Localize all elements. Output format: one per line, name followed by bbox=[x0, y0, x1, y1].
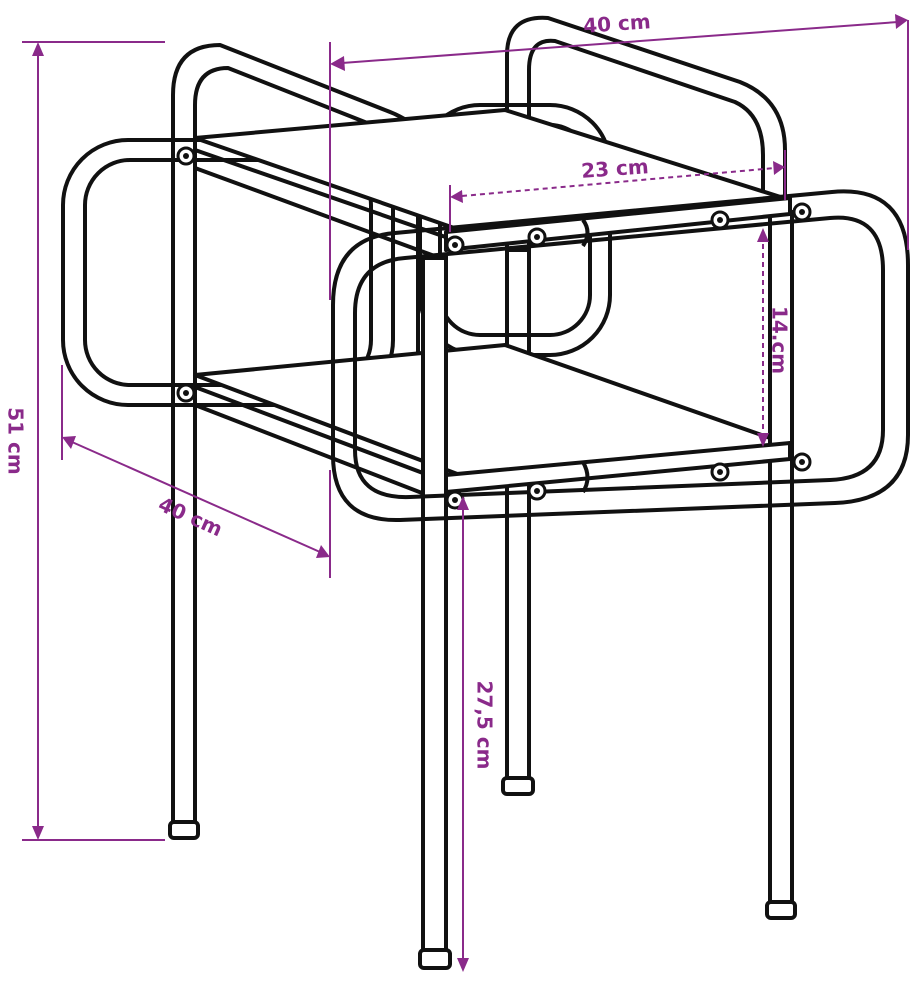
dimension-lines bbox=[22, 20, 909, 965]
height-label: 51 cm bbox=[4, 407, 28, 475]
screw-center-2 bbox=[183, 390, 189, 396]
shelf-spacing-label: 14.cm bbox=[768, 306, 792, 374]
back-leg-caps bbox=[168, 776, 535, 840]
width-label: 40 cm bbox=[582, 9, 651, 38]
dimension-arrowheads bbox=[32, 14, 908, 972]
back-left-cap bbox=[168, 820, 200, 840]
front-legs bbox=[421, 210, 794, 960]
screw-center-10 bbox=[799, 459, 805, 465]
shelf-depth-label: 23 cm bbox=[580, 154, 649, 183]
screw-center-3 bbox=[452, 242, 458, 248]
front-left-cap bbox=[418, 948, 452, 970]
screw-center-4 bbox=[534, 234, 540, 240]
depth-line bbox=[71, 441, 321, 553]
back-right-cap bbox=[501, 776, 535, 796]
front-left-leg bbox=[421, 256, 448, 960]
screws bbox=[176, 146, 812, 510]
dimension-labels: 51 cm 40 cm 40 cm 23 cm 14.cm 27,5 cm bbox=[4, 9, 792, 769]
shelf-depth-line bbox=[461, 167, 776, 197]
screw-center-5 bbox=[717, 217, 723, 223]
screw-center-7 bbox=[452, 497, 458, 503]
screw-center-6 bbox=[799, 209, 805, 215]
right-handle bbox=[505, 15, 787, 250]
leg-height-label: 27,5 cm bbox=[473, 680, 497, 769]
right-handle-inner bbox=[527, 38, 765, 250]
screw-center-9 bbox=[717, 469, 723, 475]
front-right-cap bbox=[765, 900, 797, 920]
width-line bbox=[341, 21, 899, 64]
screw-center-1 bbox=[183, 153, 189, 159]
front-leg-caps bbox=[418, 900, 797, 970]
back-legs bbox=[171, 138, 531, 832]
front-side-frame bbox=[331, 189, 910, 523]
screw-center-8 bbox=[534, 488, 540, 494]
back-left-leg bbox=[171, 138, 197, 832]
